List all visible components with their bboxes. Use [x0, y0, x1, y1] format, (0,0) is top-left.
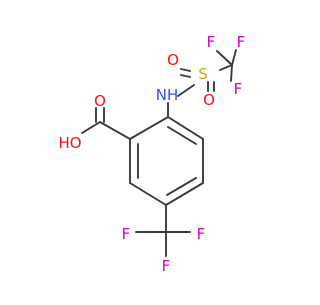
atom-label-fluorine-top-left: F — [207, 33, 216, 51]
atom-label-sulfonyl-oxygen-bottom: O — [203, 91, 215, 109]
bond-cf3-f-top-left — [216, 50, 233, 66]
atom-label-fluorine-bottom: F — [162, 257, 171, 275]
molecule-diagram: HO O NH S O O F F F F F F — [58, 33, 245, 275]
atom-label-hydroxyl: HO — [58, 134, 81, 152]
bond-cooh-oh — [81, 121, 101, 134]
bond-c2-c3-inner — [167, 126, 197, 145]
bond-s-o-left-2 — [180, 74, 191, 78]
bond-cf3-f-top — [231, 49, 237, 66]
bond-c2-c3 — [167, 116, 204, 140]
structure-svg: HO O NH S O O F F F F F F — [58, 33, 245, 275]
bond-c4-c5-inner — [166, 177, 197, 196]
bond-c1-cooh — [99, 121, 131, 140]
atom-label-fluorine-right: F — [234, 80, 243, 98]
atom-label-fluorine-bottom-right: F — [197, 225, 206, 243]
bond-s-o-left-1 — [180, 68, 191, 72]
bond-s-cf3 — [219, 64, 233, 71]
atom-label-fluorine-top: F — [237, 33, 246, 51]
atom-label-fluorine-bottom-left: F — [122, 225, 131, 243]
atom-label-carbonyl-oxygen: O — [94, 92, 106, 110]
bonds — [81, 49, 237, 257]
bond-c4-c5 — [165, 182, 204, 206]
bond-c5-c6 — [129, 182, 167, 206]
atom-label-sulfonyl-oxygen-left: O — [167, 51, 179, 69]
bond-n-s — [177, 84, 195, 97]
atom-labels: HO O NH S O O F F F F F F — [58, 33, 245, 275]
bond-cf3-f-right — [230, 64, 233, 82]
bond-c1-c2 — [129, 116, 169, 140]
atom-label-sulfur: S — [198, 65, 208, 83]
atom-label-amine: NH — [156, 86, 179, 104]
